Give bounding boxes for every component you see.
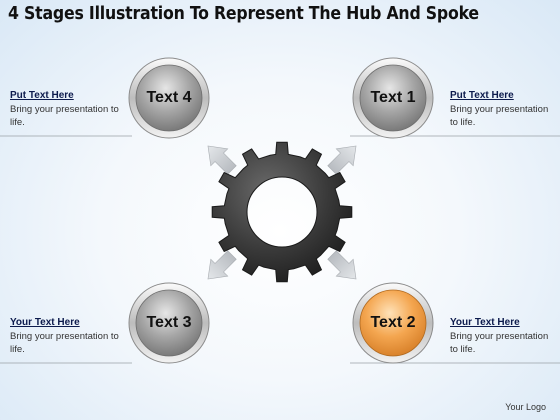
node-label-text-1: Text 1 xyxy=(370,89,416,106)
node-label-text-3: Text 3 xyxy=(146,314,192,331)
arrow-to-text-2 xyxy=(327,250,357,280)
callout-heading: Your Text Here xyxy=(10,317,80,328)
callout-body: Bring your presentation to life. xyxy=(450,331,549,355)
node-text-3 xyxy=(128,282,210,364)
callout-heading: Put Text Here xyxy=(450,90,514,101)
node-text-2 xyxy=(352,282,434,364)
gear-icon xyxy=(211,141,353,283)
node-text-4 xyxy=(128,57,210,139)
callout-heading: Put Text Here xyxy=(10,90,74,101)
callout-body: Bring your presentation to life. xyxy=(10,331,119,355)
arrow-to-text-4 xyxy=(207,145,237,175)
callout-text-4: Put Text Here Bring your presentation to… xyxy=(10,89,135,129)
node-label-text-4: Text 4 xyxy=(146,89,192,106)
node-text-1 xyxy=(352,57,434,139)
arrow-to-text-1 xyxy=(327,145,357,175)
callout-heading: Your Text Here xyxy=(450,317,520,328)
page-title: 4 Stages Illustration To Represent The H… xyxy=(8,4,479,24)
node-label-text-2: Text 2 xyxy=(370,314,416,331)
callout-body: Bring your presentation to life. xyxy=(10,104,119,128)
callout-body: Bring your presentation to life. xyxy=(450,104,549,128)
callout-text-1: Put Text Here Bring your presentation to… xyxy=(450,89,555,129)
callout-text-2: Your Text Here Bring your presentation t… xyxy=(450,316,555,356)
arrow-to-text-3 xyxy=(207,250,237,280)
footer-logo-text: Your Logo xyxy=(505,402,546,412)
callout-text-3: Your Text Here Bring your presentation t… xyxy=(10,316,135,356)
